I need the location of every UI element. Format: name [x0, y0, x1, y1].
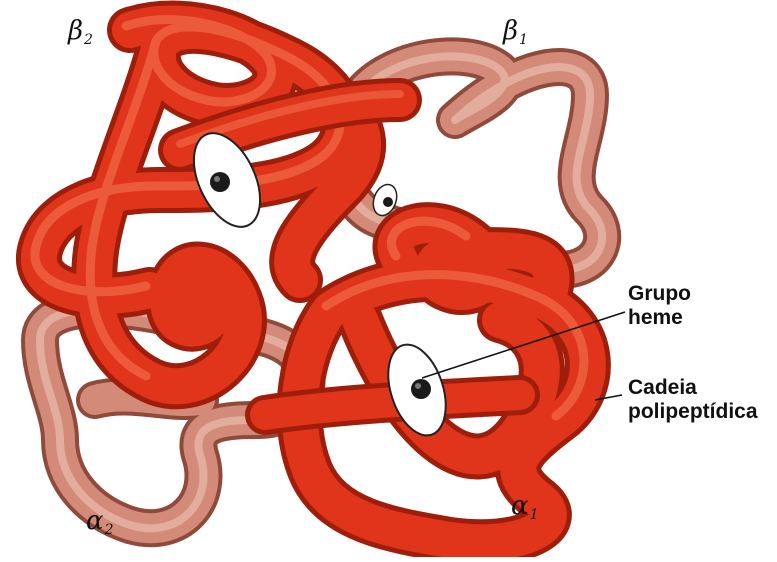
label-alpha2: α2 [86, 508, 113, 537]
label-alpha1: α1 [511, 493, 538, 522]
callout-heme-group: Grupo heme [628, 282, 691, 330]
label-beta2: β2 [68, 18, 93, 47]
callout-polypeptide-chain: Cadeia polipeptídica [628, 376, 758, 424]
label-beta1: β1 [503, 18, 528, 47]
